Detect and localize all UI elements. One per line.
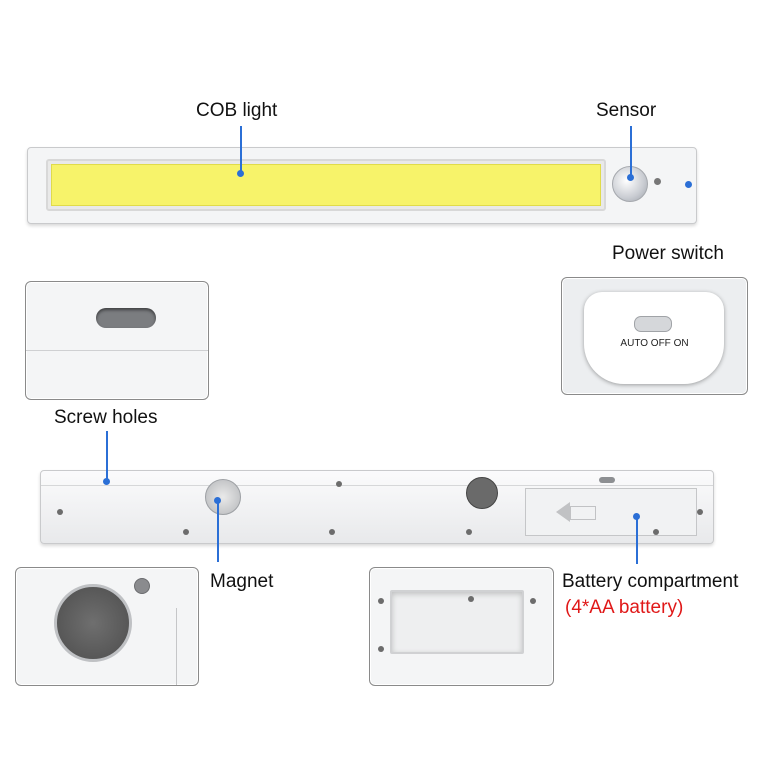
light-bar-rear: [40, 470, 714, 544]
magnet-leader: [217, 500, 219, 562]
power-switch-inset: AUTO OFF ON: [561, 277, 748, 395]
magnet-left: [205, 479, 241, 515]
battery-type-label: (4*AA battery): [565, 597, 684, 618]
battery-slot: [390, 590, 524, 654]
cob-light-leader: [240, 126, 242, 173]
sensor-label: Sensor: [596, 100, 657, 121]
battery-dot: [633, 513, 640, 520]
indicator-led: [654, 178, 661, 185]
cob-panel: [46, 159, 606, 211]
magnet-label: Magnet: [210, 571, 274, 592]
light-bar-front: [27, 147, 697, 224]
screw-hole-inset: [25, 281, 209, 400]
power-switch-dot: [685, 181, 692, 188]
magnet-dot: [214, 497, 221, 504]
screw-hole: [96, 308, 156, 328]
screw-holes-dot: [103, 478, 110, 485]
switch-slider: [634, 316, 672, 332]
screw-holes-leader: [106, 431, 108, 481]
magnet-right: [466, 477, 498, 509]
magnet-inset: [15, 567, 199, 686]
switch-text: AUTO OFF ON: [620, 338, 689, 349]
cob-light-dot: [237, 170, 244, 177]
cob-light-label: COB light: [196, 100, 278, 121]
sensor-leader: [630, 126, 632, 178]
battery-leader: [636, 516, 638, 564]
sensor-dot: [627, 174, 634, 181]
battery-compartment-label: Battery compartment: [562, 571, 739, 592]
power-switch-label: Power switch: [612, 243, 724, 264]
battery-door: [525, 488, 697, 536]
arrow-icon: [556, 502, 570, 522]
magnet-screw: [134, 578, 150, 594]
switch-housing: [584, 292, 724, 384]
battery-inset: [369, 567, 554, 686]
screw-holes-label: Screw holes: [54, 407, 158, 428]
magnet-disc: [54, 584, 132, 662]
